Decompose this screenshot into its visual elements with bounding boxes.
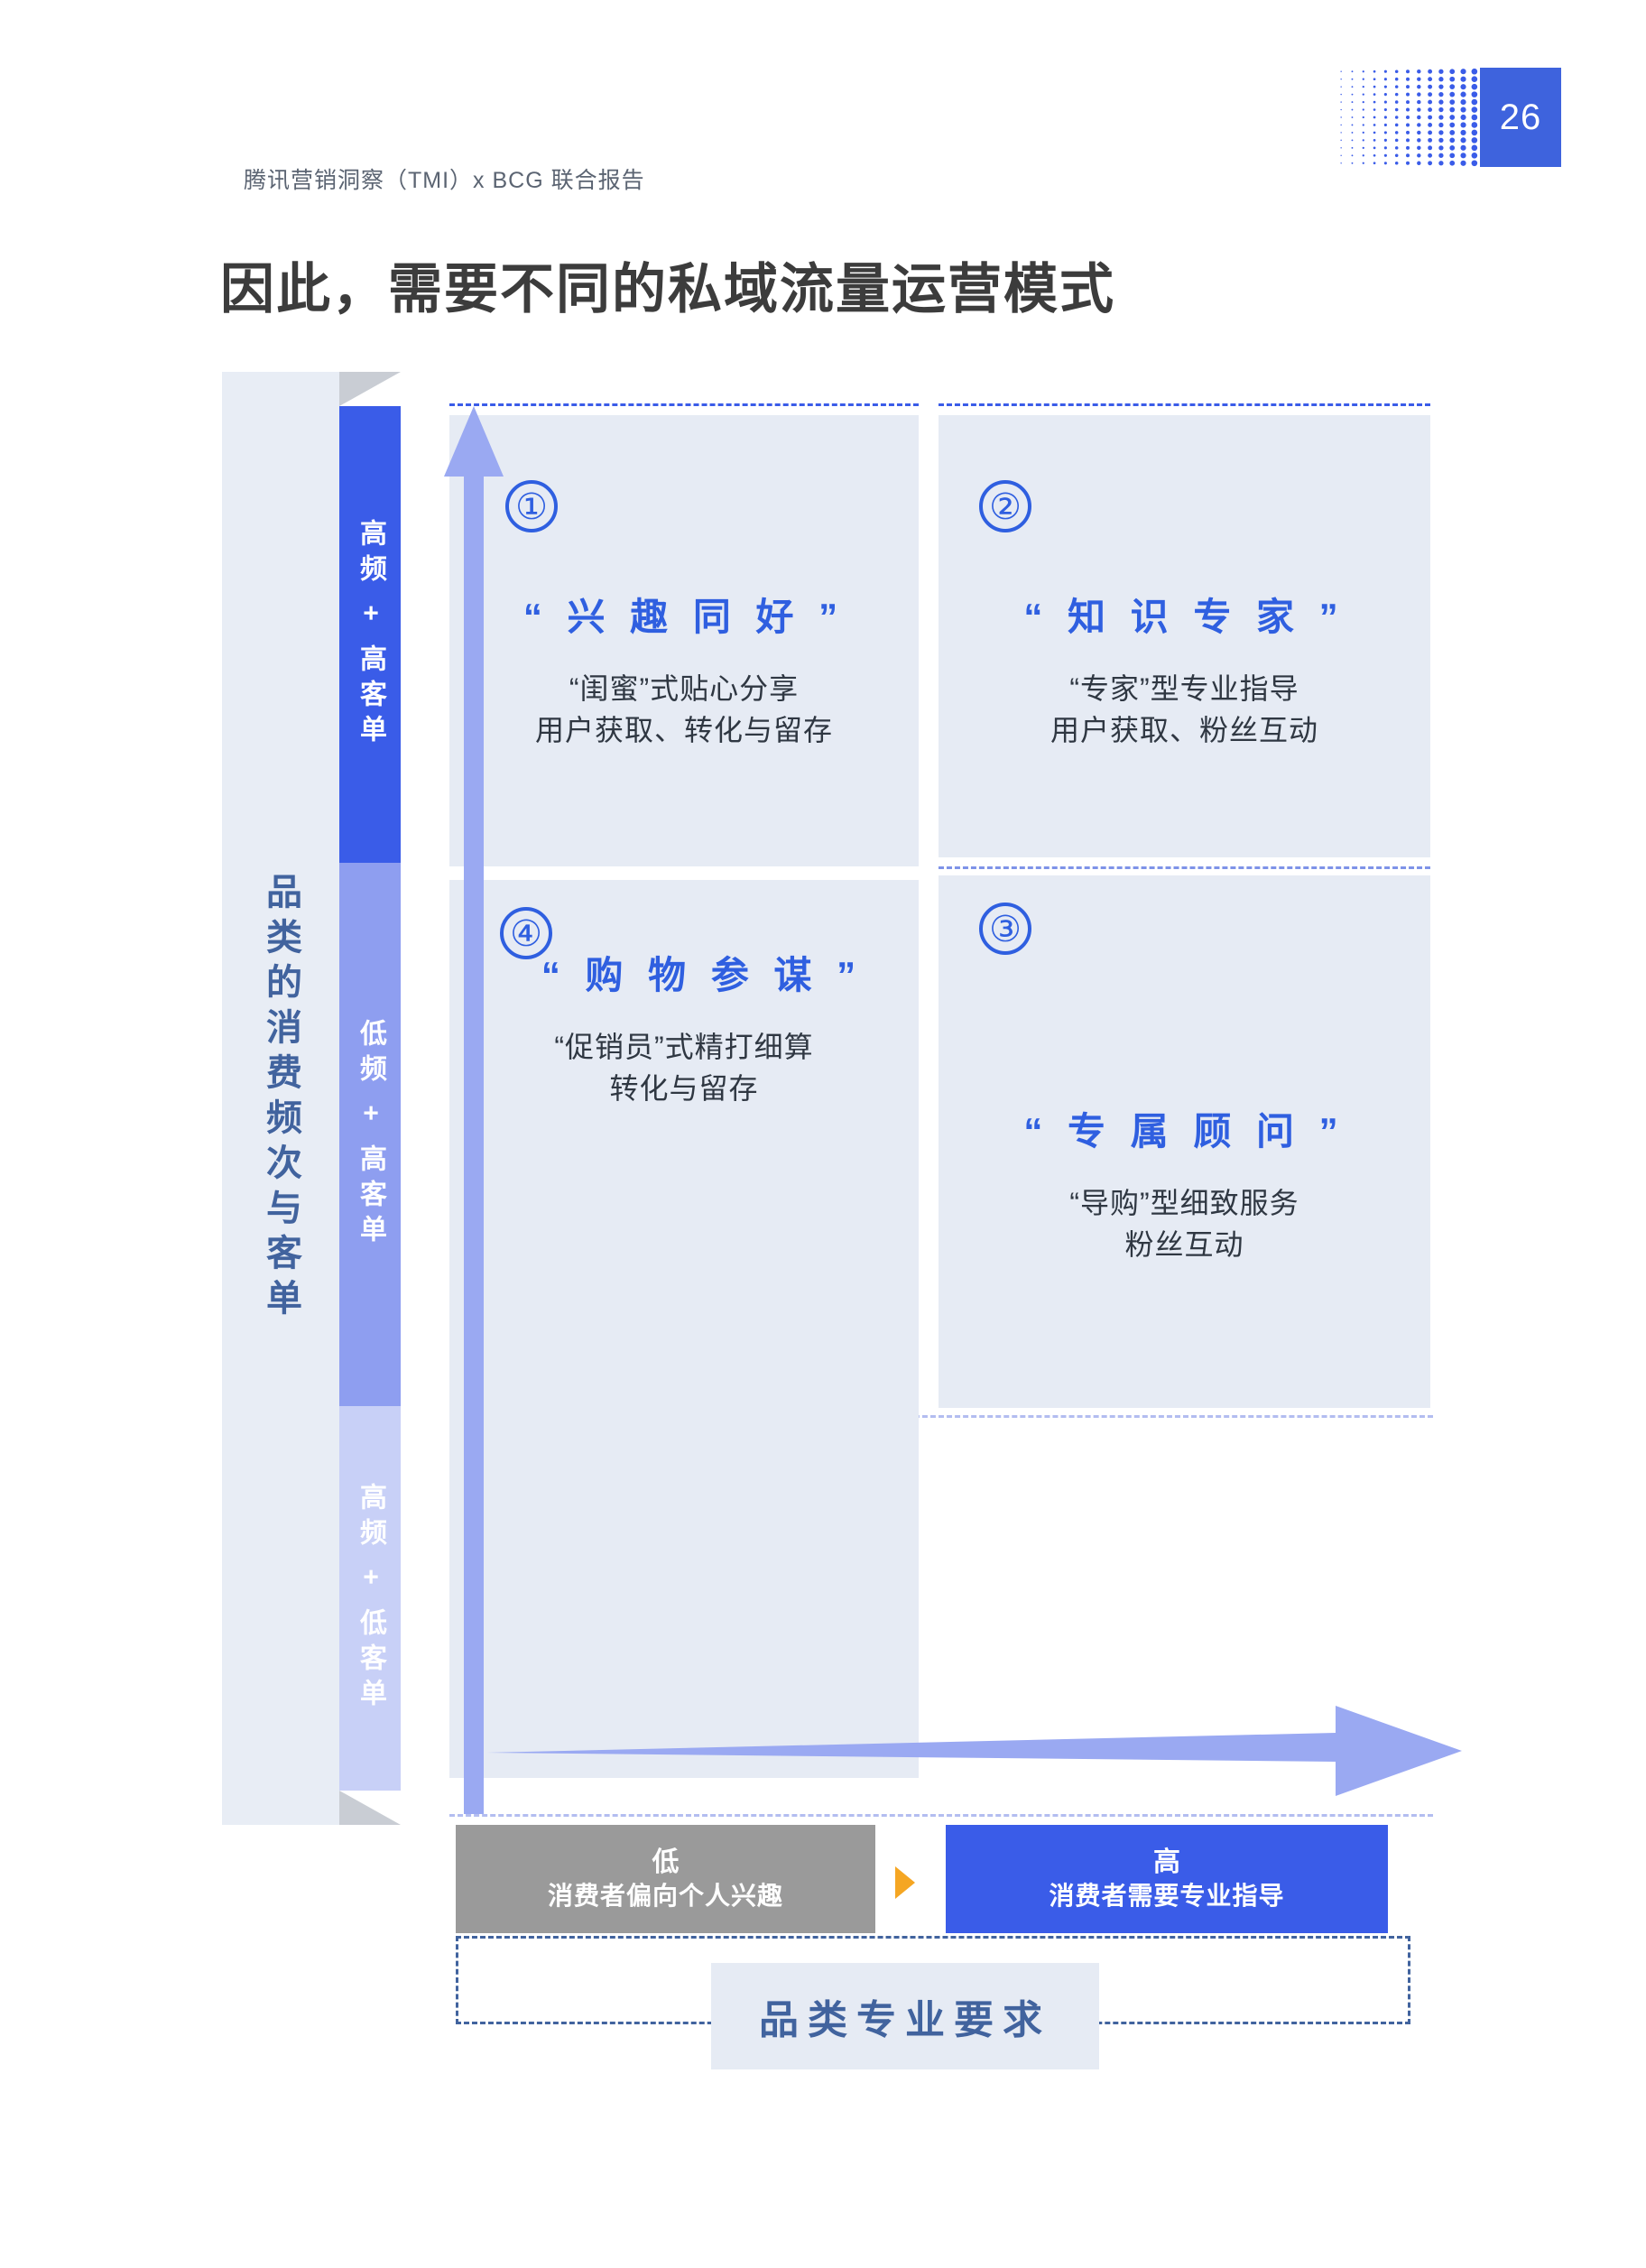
quadrant-card-2[interactable]: ② “ 知 识 专 家 ” “专家”型专业指导 用户获取、粉丝互动 — [939, 415, 1430, 857]
quadrant-divider-middle — [939, 866, 1430, 869]
quadrant-number-badge-2: ② — [979, 480, 1031, 532]
x-axis-legend-high: 高 消费者需要专业指导 — [946, 1825, 1388, 1933]
quadrant-number-badge-1: ① — [505, 480, 558, 532]
x-axis-legend-high-level: 高 — [1153, 1847, 1180, 1878]
quadrant-divider-lower — [449, 1415, 1433, 1418]
triangle-right-icon — [895, 1866, 915, 1899]
quadrant-card-4[interactable]: ④ “ 购 物 参 谋 ” “促销员”式精打细算 转化与留存 — [449, 880, 919, 1778]
quadrant-number-badge-3: ③ — [979, 903, 1031, 955]
dot-grid-decoration — [1340, 68, 1478, 167]
page-number: 26 — [1480, 68, 1561, 167]
panel-fold-bottom-decoration — [339, 1791, 401, 1825]
quadrant-body-line-2: 用户获取、粉丝互动 — [1050, 714, 1318, 747]
y-axis-tier-high-freq-low-ticket: 高频 + 低客单 — [339, 1406, 401, 1791]
quadrant-body-line-2: 用户获取、转化与留存 — [534, 714, 833, 747]
quadrant-body-line-1: “专家”型专业指导 — [1069, 672, 1299, 705]
quadrant-divider-bottom — [449, 1814, 1433, 1817]
quadrant-divider-top-right — [939, 403, 1430, 406]
x-axis-legend-low: 低 消费者偏向个人兴趣 — [456, 1825, 875, 1933]
page-number-badge: 26 — [1336, 68, 1561, 167]
quadrant-heading-2: “ 知 识 专 家 ” — [1023, 596, 1345, 638]
y-axis-panel: 品类的消费频次与客单 — [222, 372, 339, 1825]
right-arrow-icon — [487, 1706, 1462, 1796]
quadrant-body-line-1: “闺蜜”式贴心分享 — [569, 672, 800, 705]
quadrant-number-badge-4: ④ — [500, 907, 552, 959]
report-header-note: 腾讯营销洞察（TMI）x BCG 联合报告 — [244, 168, 645, 193]
quadrant-body-line-2: 粉丝互动 — [1124, 1228, 1244, 1262]
quadrant-body-3: “导购”型细致服务 粉丝互动 — [939, 1182, 1430, 1266]
x-axis-legend-low-description: 消费者偏向个人兴趣 — [547, 1881, 783, 1910]
quadrant-heading-1: “ 兴 趣 同 好 ” — [522, 596, 846, 638]
quadrant-body-line-2: 转化与留存 — [609, 1072, 759, 1106]
quadrant-heading-3: “ 专 属 顾 问 ” — [1023, 1110, 1345, 1153]
quadrant-body-1: “闺蜜”式贴心分享 用户获取、转化与留存 — [449, 668, 919, 752]
y-axis-label: 品类的消费频次与客单 — [261, 873, 301, 1324]
up-arrow-icon — [444, 406, 504, 1814]
x-axis-legend-low-level: 低 — [652, 1847, 680, 1878]
x-axis-legend-high-description: 消费者需要专业指导 — [1049, 1881, 1285, 1910]
quadrant-card-1[interactable]: ① “ 兴 趣 同 好 ” “闺蜜”式贴心分享 用户获取、转化与留存 — [449, 415, 919, 866]
quadrant-body-line-1: “促销员”式精打细算 — [554, 1031, 814, 1063]
quadrant-body-2: “专家”型专业指导 用户获取、粉丝互动 — [939, 668, 1430, 752]
panel-fold-top-decoration — [339, 372, 401, 406]
y-axis-tier-low-freq-high-ticket: 低频 + 高客单 — [339, 863, 401, 1406]
page-title: 因此，需要不同的私域流量运营模式 — [220, 259, 1115, 319]
quadrant-body-line-1: “导购”型细致服务 — [1069, 1187, 1299, 1219]
quadrant-card-3[interactable]: ③ “ 专 属 顾 问 ” “导购”型细致服务 粉丝互动 — [939, 875, 1430, 1408]
x-axis-label: 品类专业要求 — [711, 1963, 1099, 2069]
quadrant-heading-4: “ 购 物 参 谋 ” — [541, 954, 864, 996]
quadrant-divider-top-left — [449, 403, 919, 406]
quadrant-body-4: “促销员”式精打细算 转化与留存 — [449, 1026, 919, 1110]
y-axis-tier-high-freq-high-ticket: 高频 + 高客单 — [339, 406, 401, 863]
